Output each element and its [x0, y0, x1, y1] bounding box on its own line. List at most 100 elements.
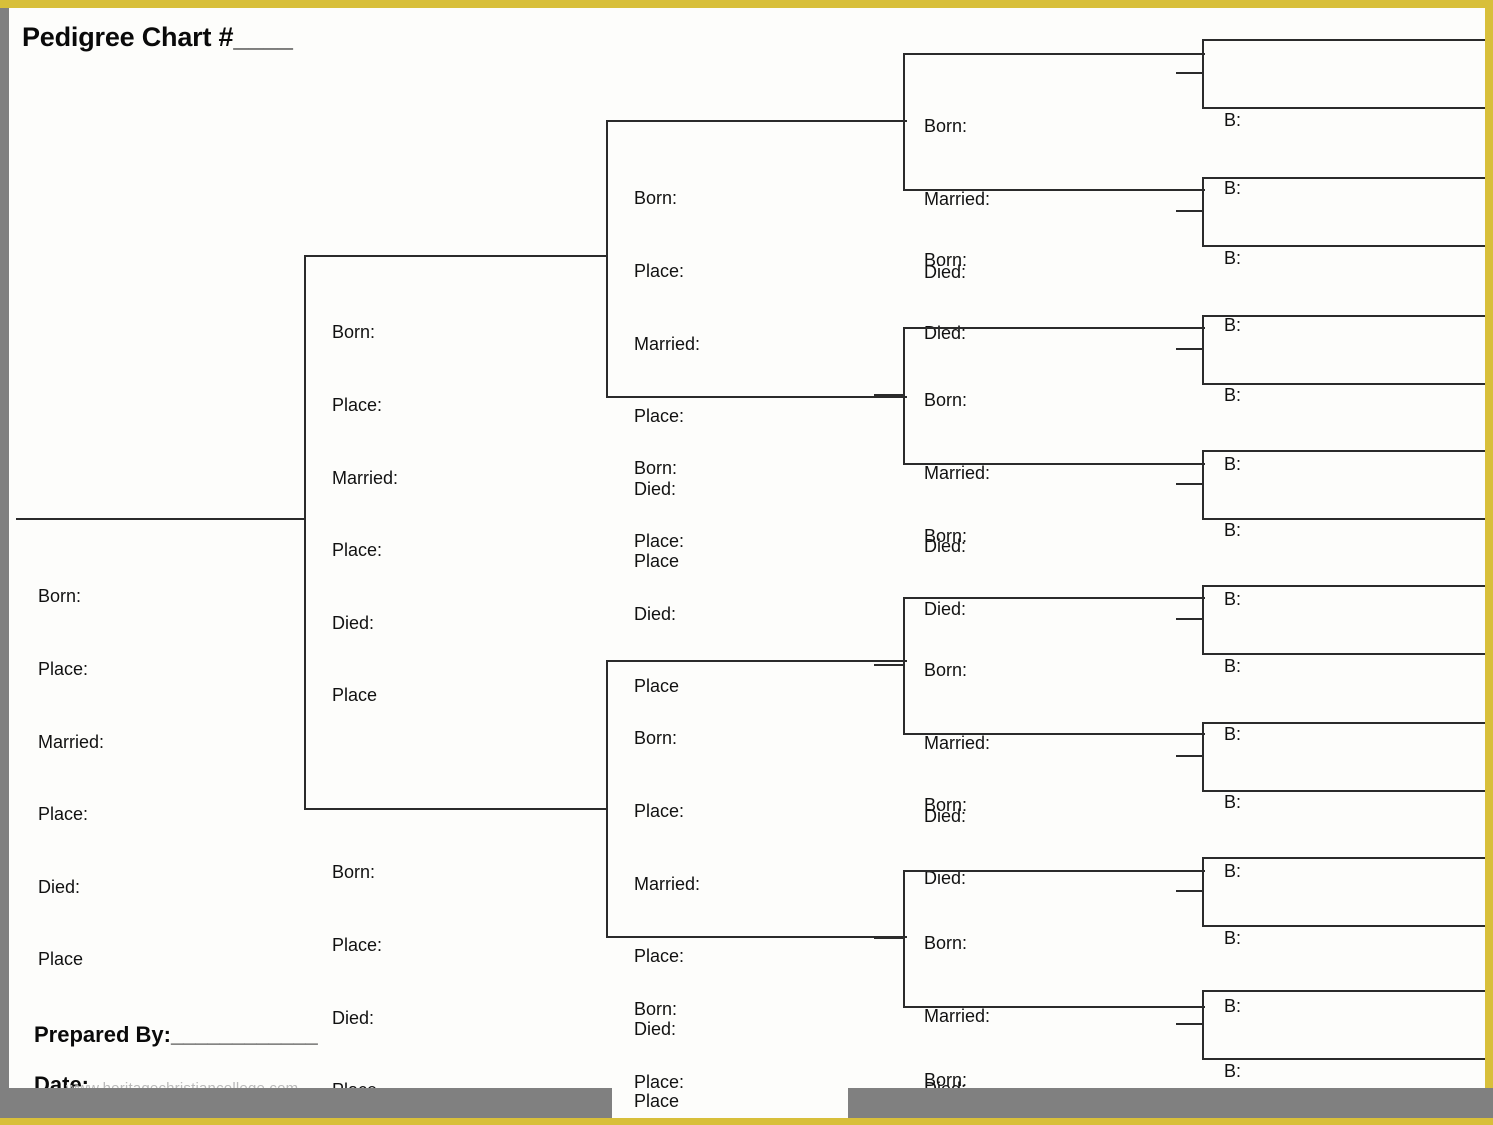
field-married: Married: — [924, 189, 991, 210]
g1-subject-line — [16, 518, 304, 520]
field-died: Died: — [634, 1018, 677, 1039]
g5-person-3-bracket — [1202, 177, 1485, 247]
field-died: Died: — [38, 876, 81, 897]
field-b: B: — [1224, 520, 1242, 541]
g5-person-14-fields: B: — [1224, 946, 1254, 1067]
g5-person-5-fields: B: — [1224, 335, 1254, 456]
g1-subject-fields: Born: Place: Married: Place: Died: Place — [38, 536, 104, 1020]
g5-person-7-bracket — [1202, 450, 1485, 520]
field-died: Died: — [634, 478, 677, 499]
field-place: Place: — [38, 659, 89, 680]
field-place-2: Place: — [332, 540, 383, 561]
field-place-3: Place — [634, 551, 680, 572]
prepared-by-label: Prepared By:____________ — [34, 1022, 318, 1047]
field-died: Died: — [924, 535, 967, 556]
field-born: Born: — [924, 933, 968, 954]
field-born: Born: — [38, 586, 82, 607]
field-born: Born: — [924, 1070, 968, 1091]
field-born: Born: — [634, 999, 678, 1020]
field-born: Born: — [634, 188, 678, 209]
field-died: Died: — [924, 599, 967, 620]
g3-paternal-grandmother-fields: Born: Place: Died: Place — [634, 408, 684, 747]
field-b: B: — [1224, 454, 1242, 475]
field-b: B: — [1224, 1061, 1242, 1082]
field-married: Married: — [332, 467, 399, 488]
field-place-2: Place: — [634, 946, 685, 967]
field-place: Place: — [634, 531, 685, 552]
bottom-gray-bar-right — [848, 1088, 1493, 1118]
g3-paternal-grandfather-bracket — [606, 120, 907, 398]
g3-paternal-grandfather-fields: Born: Place: Married: Place: Died: Place — [634, 138, 700, 622]
connector-g4-to-g5-5 — [1176, 618, 1204, 620]
field-place-2: Place: — [634, 406, 685, 427]
field-married: Married: — [634, 333, 701, 354]
left-gray-rail — [0, 8, 9, 1118]
field-b: B: — [1224, 248, 1242, 269]
field-place-2: Place: — [38, 804, 89, 825]
field-place-3: Place — [332, 685, 378, 706]
g5-person-6-fields: B: — [1224, 404, 1254, 525]
connector-g4-to-g5-7 — [1176, 890, 1204, 892]
connector-g4-to-g5-6 — [1176, 755, 1204, 757]
g3-maternal-grandfather-fields: Born: Place: Married: Place: Died: Place — [634, 678, 700, 1118]
field-b: B: — [1224, 996, 1242, 1017]
g2-father-bracket — [304, 255, 608, 810]
field-born: Born: — [332, 322, 376, 343]
g2-mother-fields: Born: Place: Died: Place — [332, 812, 382, 1118]
g5-person-12-fields: B: — [1224, 811, 1254, 932]
field-married: Married: — [924, 733, 991, 754]
field-b: B: — [1224, 861, 1242, 882]
g3-maternal-grandfather-bracket — [606, 660, 907, 938]
g5-person-3-fields: B: — [1224, 198, 1254, 319]
field-married: Married: — [924, 1006, 991, 1027]
g4-person-2-spouse-fields: Born: Died: — [924, 476, 967, 670]
g5-person-9-fields: B: — [1224, 606, 1254, 727]
connector-g3-to-g4-2 — [874, 394, 905, 396]
field-died: Died: — [924, 805, 967, 826]
field-b: B: — [1224, 385, 1242, 406]
g5-person-10-fields: B: — [1224, 674, 1254, 795]
connector-g4-to-g5-2 — [1176, 210, 1204, 212]
field-born: Born: — [924, 116, 968, 137]
g5-person-4-fields: B: — [1224, 265, 1254, 386]
page-title: Pedigree Chart #____ — [22, 22, 293, 52]
field-place-2: Place — [634, 676, 680, 697]
field-place-3: Place — [634, 1091, 680, 1112]
g5-person-11-bracket — [1202, 722, 1485, 792]
g5-person-1-bracket — [1202, 39, 1485, 109]
field-married: Married: — [634, 873, 701, 894]
field-b: B: — [1224, 928, 1242, 949]
field-b: B: — [1224, 589, 1242, 610]
field-died: Died: — [634, 603, 677, 624]
g4-person-1-fields: Born: Married: Died: — [924, 66, 990, 332]
field-b: B: — [1224, 656, 1242, 677]
g4-person-4-bracket — [903, 870, 1205, 1008]
g4-person-3-fields: Born: Married: Died: — [924, 610, 990, 876]
g5-person-2-fields: B: — [1224, 128, 1254, 249]
field-died: Died: — [332, 1007, 375, 1028]
field-place: Place: — [634, 1072, 685, 1093]
field-died: Died: — [924, 868, 967, 889]
g5-person-8-fields: B: — [1224, 539, 1254, 660]
g5-person-5-bracket — [1202, 315, 1485, 385]
g5-person-13-bracket — [1202, 857, 1485, 927]
g5-person-15-fields: B: — [1224, 1011, 1254, 1118]
field-place-3: Place — [38, 949, 84, 970]
field-born: Born: — [924, 250, 968, 271]
g4-person-2-bracket — [903, 327, 1205, 465]
field-b: B: — [1224, 315, 1242, 336]
field-born: Born: — [634, 728, 678, 749]
g4-person-1-bracket — [903, 53, 1205, 191]
g4-person-3-spouse-fields: Born: Died: — [924, 745, 967, 939]
connector-g3-to-g4-1 — [874, 120, 905, 122]
g5-person-7-fields: B: — [1224, 470, 1254, 591]
bottom-gray-bar-left — [0, 1088, 612, 1118]
field-born: Born: — [924, 795, 968, 816]
field-married: Married: — [38, 731, 105, 752]
connector-g4-to-g5-8 — [1176, 1023, 1204, 1025]
field-died: Died: — [924, 261, 967, 282]
field-place: Place: — [634, 261, 685, 282]
field-b: B: — [1224, 792, 1242, 813]
field-born: Born: — [924, 660, 968, 681]
